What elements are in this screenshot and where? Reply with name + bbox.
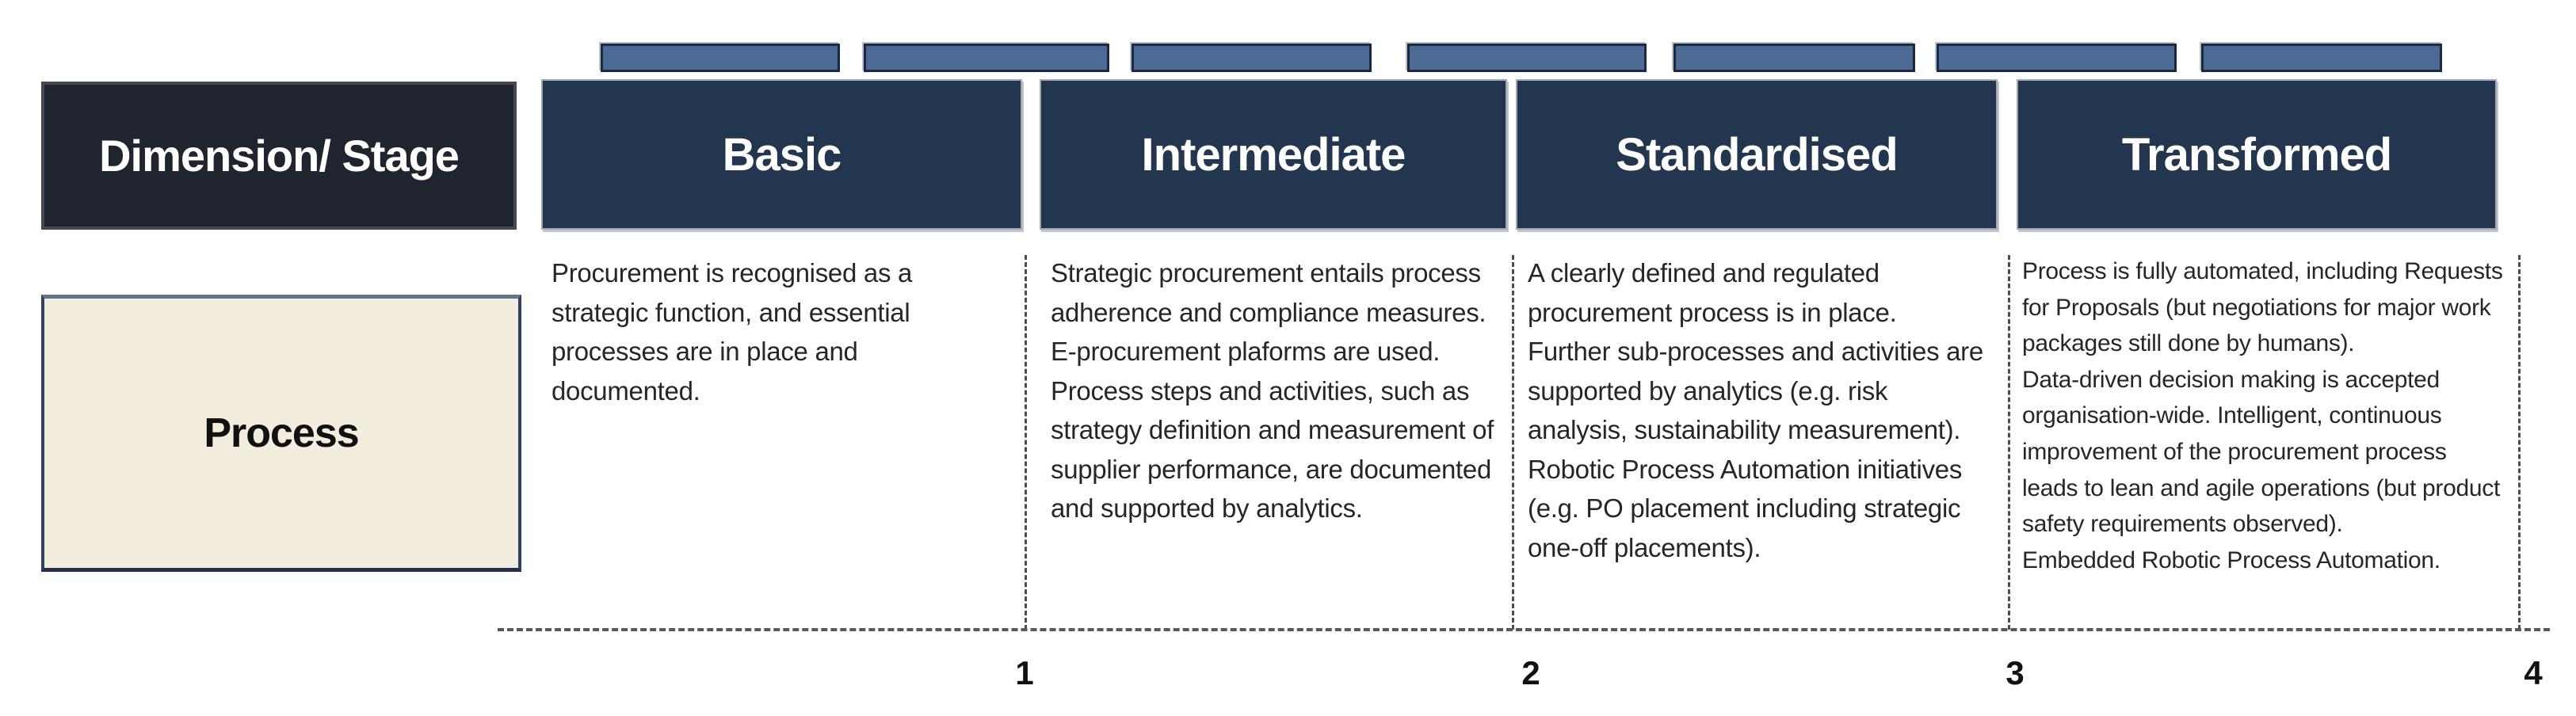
dimension-stage-label: Dimension/ Stage <box>99 131 460 181</box>
dimension-stage-header: Dimension/ Stage <box>41 82 517 230</box>
stage-header-transformed: Transformed <box>2017 79 2497 230</box>
stage-header-label: Basic <box>722 128 842 181</box>
stage-marker-bar <box>1673 44 1915 72</box>
stage-description-basic: Procurement is recognised as a strategic… <box>551 258 913 406</box>
stage-description-standardised: A clearly defined and regulated procurem… <box>1528 258 1983 562</box>
stage-marker-bar <box>1937 44 2177 72</box>
stage-header-label: Standardised <box>1616 128 1898 181</box>
stage-header-basic: Basic <box>541 79 1022 230</box>
dimension-process-box: Process <box>41 295 521 572</box>
stage-header-label: Transformed <box>2121 128 2392 181</box>
scale-number-4: 4 <box>2524 654 2543 691</box>
column-divider-dashed <box>2518 255 2521 630</box>
stage-description-intermediate: Strategic procurement entails process ad… <box>1051 258 1494 523</box>
stage-description-transformed: Process is fully automated, including Re… <box>2022 258 2503 573</box>
stage-marker-bar <box>601 44 840 72</box>
scale-number-1: 1 <box>1015 654 1034 691</box>
column-divider-dashed <box>2008 255 2010 630</box>
scale-number-2: 2 <box>1521 654 1540 691</box>
stage-marker-bar <box>864 44 1109 72</box>
column-divider-dashed <box>1025 255 1027 630</box>
stage-marker-bar <box>2201 44 2442 72</box>
stage-header-standardised: Standardised <box>1516 79 1998 230</box>
baseline-dashed <box>498 628 2550 631</box>
scale-number-3: 3 <box>2005 654 2025 691</box>
column-divider-dashed <box>1512 255 1514 630</box>
dimension-process-label: Process <box>204 410 359 456</box>
stage-header-intermediate: Intermediate <box>1040 79 1507 230</box>
stage-marker-bar <box>1132 44 1372 72</box>
stage-header-label: Intermediate <box>1141 128 1406 181</box>
stage-marker-bar <box>1407 44 1647 72</box>
